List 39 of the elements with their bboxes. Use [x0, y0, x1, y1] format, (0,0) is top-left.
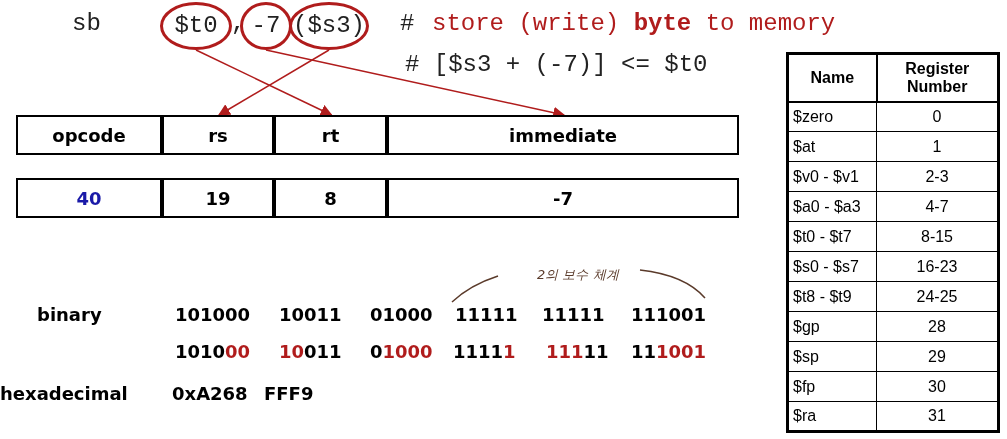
table-cell: $a0 - $a3	[787, 191, 877, 222]
binary-value: 11111	[542, 303, 605, 327]
code-text: # [$s3 + (-7)] <= $t0	[405, 53, 708, 77]
binary-value: 101000	[175, 303, 251, 327]
table-cell: $t0 - $t7	[787, 221, 877, 252]
circled-operand: ($s3)	[289, 2, 369, 50]
table-cell: $at	[787, 131, 877, 162]
value-box: 8	[274, 178, 387, 218]
binary-value: 111001	[631, 303, 707, 327]
field-box: rs	[162, 115, 274, 155]
handwritten-note: 2의 보수 체계	[537, 266, 619, 284]
row-label: binary	[37, 303, 102, 327]
table-cell: $t8 - $t9	[787, 281, 877, 312]
hex-value: FFF9	[264, 382, 314, 406]
circled-operand: -7	[240, 2, 292, 50]
table-cell: $sp	[787, 341, 877, 372]
comment-text: store (write) byte to memory	[432, 12, 836, 36]
header-cell: Name	[787, 53, 877, 102]
binary-value: 10011	[279, 303, 342, 327]
value-box: 40	[16, 178, 162, 218]
table-cell: $s0 - $s7	[787, 251, 877, 282]
table-cell: $zero	[787, 101, 877, 132]
table-cell: $gp	[787, 311, 877, 342]
field-box: immediate	[387, 115, 739, 155]
table-cell: $fp	[787, 371, 877, 402]
table-cell: $v0 - $v1	[787, 161, 877, 192]
binary-value: 01000	[370, 303, 433, 327]
value-box: -7	[387, 178, 739, 218]
arrow	[195, 49, 333, 116]
circled-operand: $t0	[160, 2, 232, 50]
field-box: rt	[274, 115, 387, 155]
code-text: sb	[72, 12, 101, 36]
field-box: opcode	[16, 115, 162, 155]
arrow	[217, 49, 330, 116]
binary-value: 11111	[455, 303, 518, 327]
value-box: 19	[162, 178, 274, 218]
hex-value: 0xA268	[172, 382, 248, 406]
code-text: #	[400, 12, 415, 36]
row-label: hexadecimal	[0, 382, 128, 406]
